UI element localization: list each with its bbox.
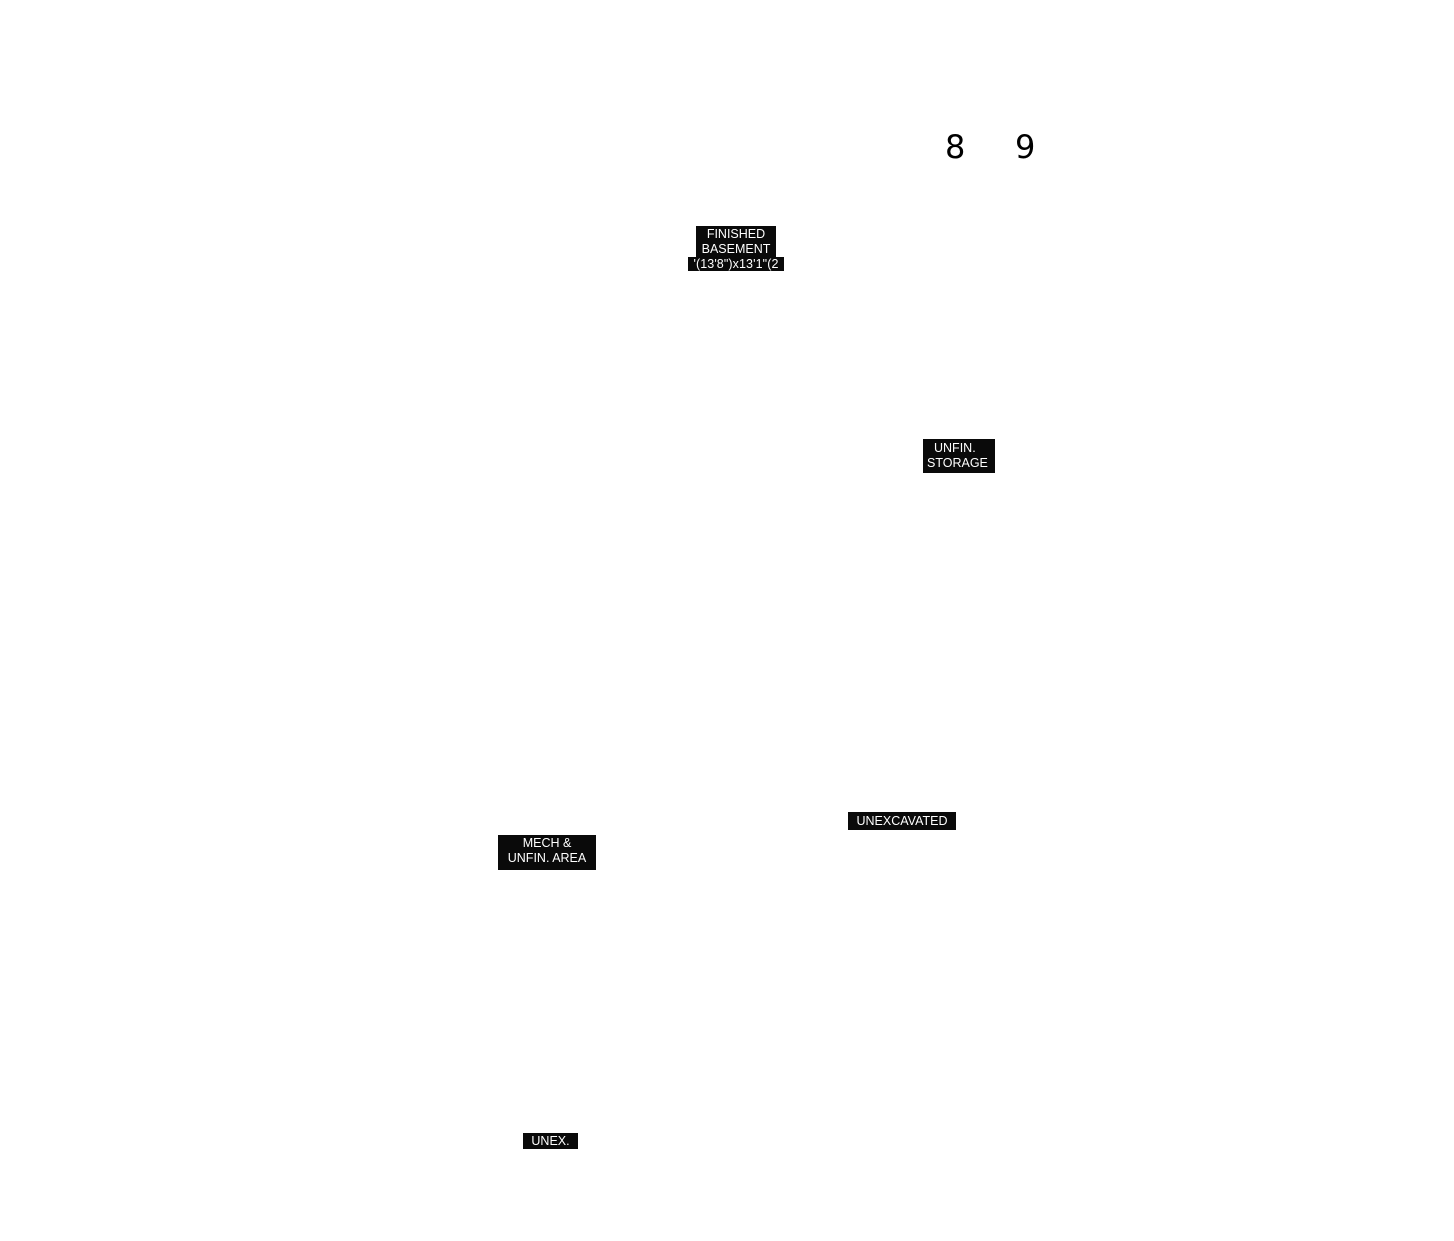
finished-basement-label: FINISHED BASEMENT (696, 226, 776, 257)
unfin-storage-line2: STORAGE (927, 456, 988, 470)
finished-basement-dimensions: '(13'8")x13'1"(2 (688, 257, 784, 271)
finished-basement-line1: FINISHED (706, 227, 766, 241)
unexcavated-label: UNEXCAVATED (848, 812, 956, 830)
unfin-storage-line1: UNFIN. (934, 441, 976, 455)
unfin-storage-label: UNFIN. STORAGE (923, 439, 995, 473)
finished-basement-line2: BASEMENT (701, 242, 771, 256)
unexcavated-text: UNEXCAVATED (856, 814, 948, 828)
mech-unfin-line2: UNFIN. AREA (507, 851, 587, 865)
mech-unfin-line1: MECH & (522, 836, 572, 850)
unex-label: UNEX. (523, 1133, 578, 1149)
finished-basement-dims-text: '(13'8")x13'1"(2 (693, 257, 779, 271)
grid-number-9: 9 (1015, 128, 1036, 166)
unex-text: UNEX. (531, 1134, 570, 1148)
mech-unfin-area-label: MECH & UNFIN. AREA (498, 835, 596, 870)
grid-number-8: 8 (945, 128, 966, 166)
